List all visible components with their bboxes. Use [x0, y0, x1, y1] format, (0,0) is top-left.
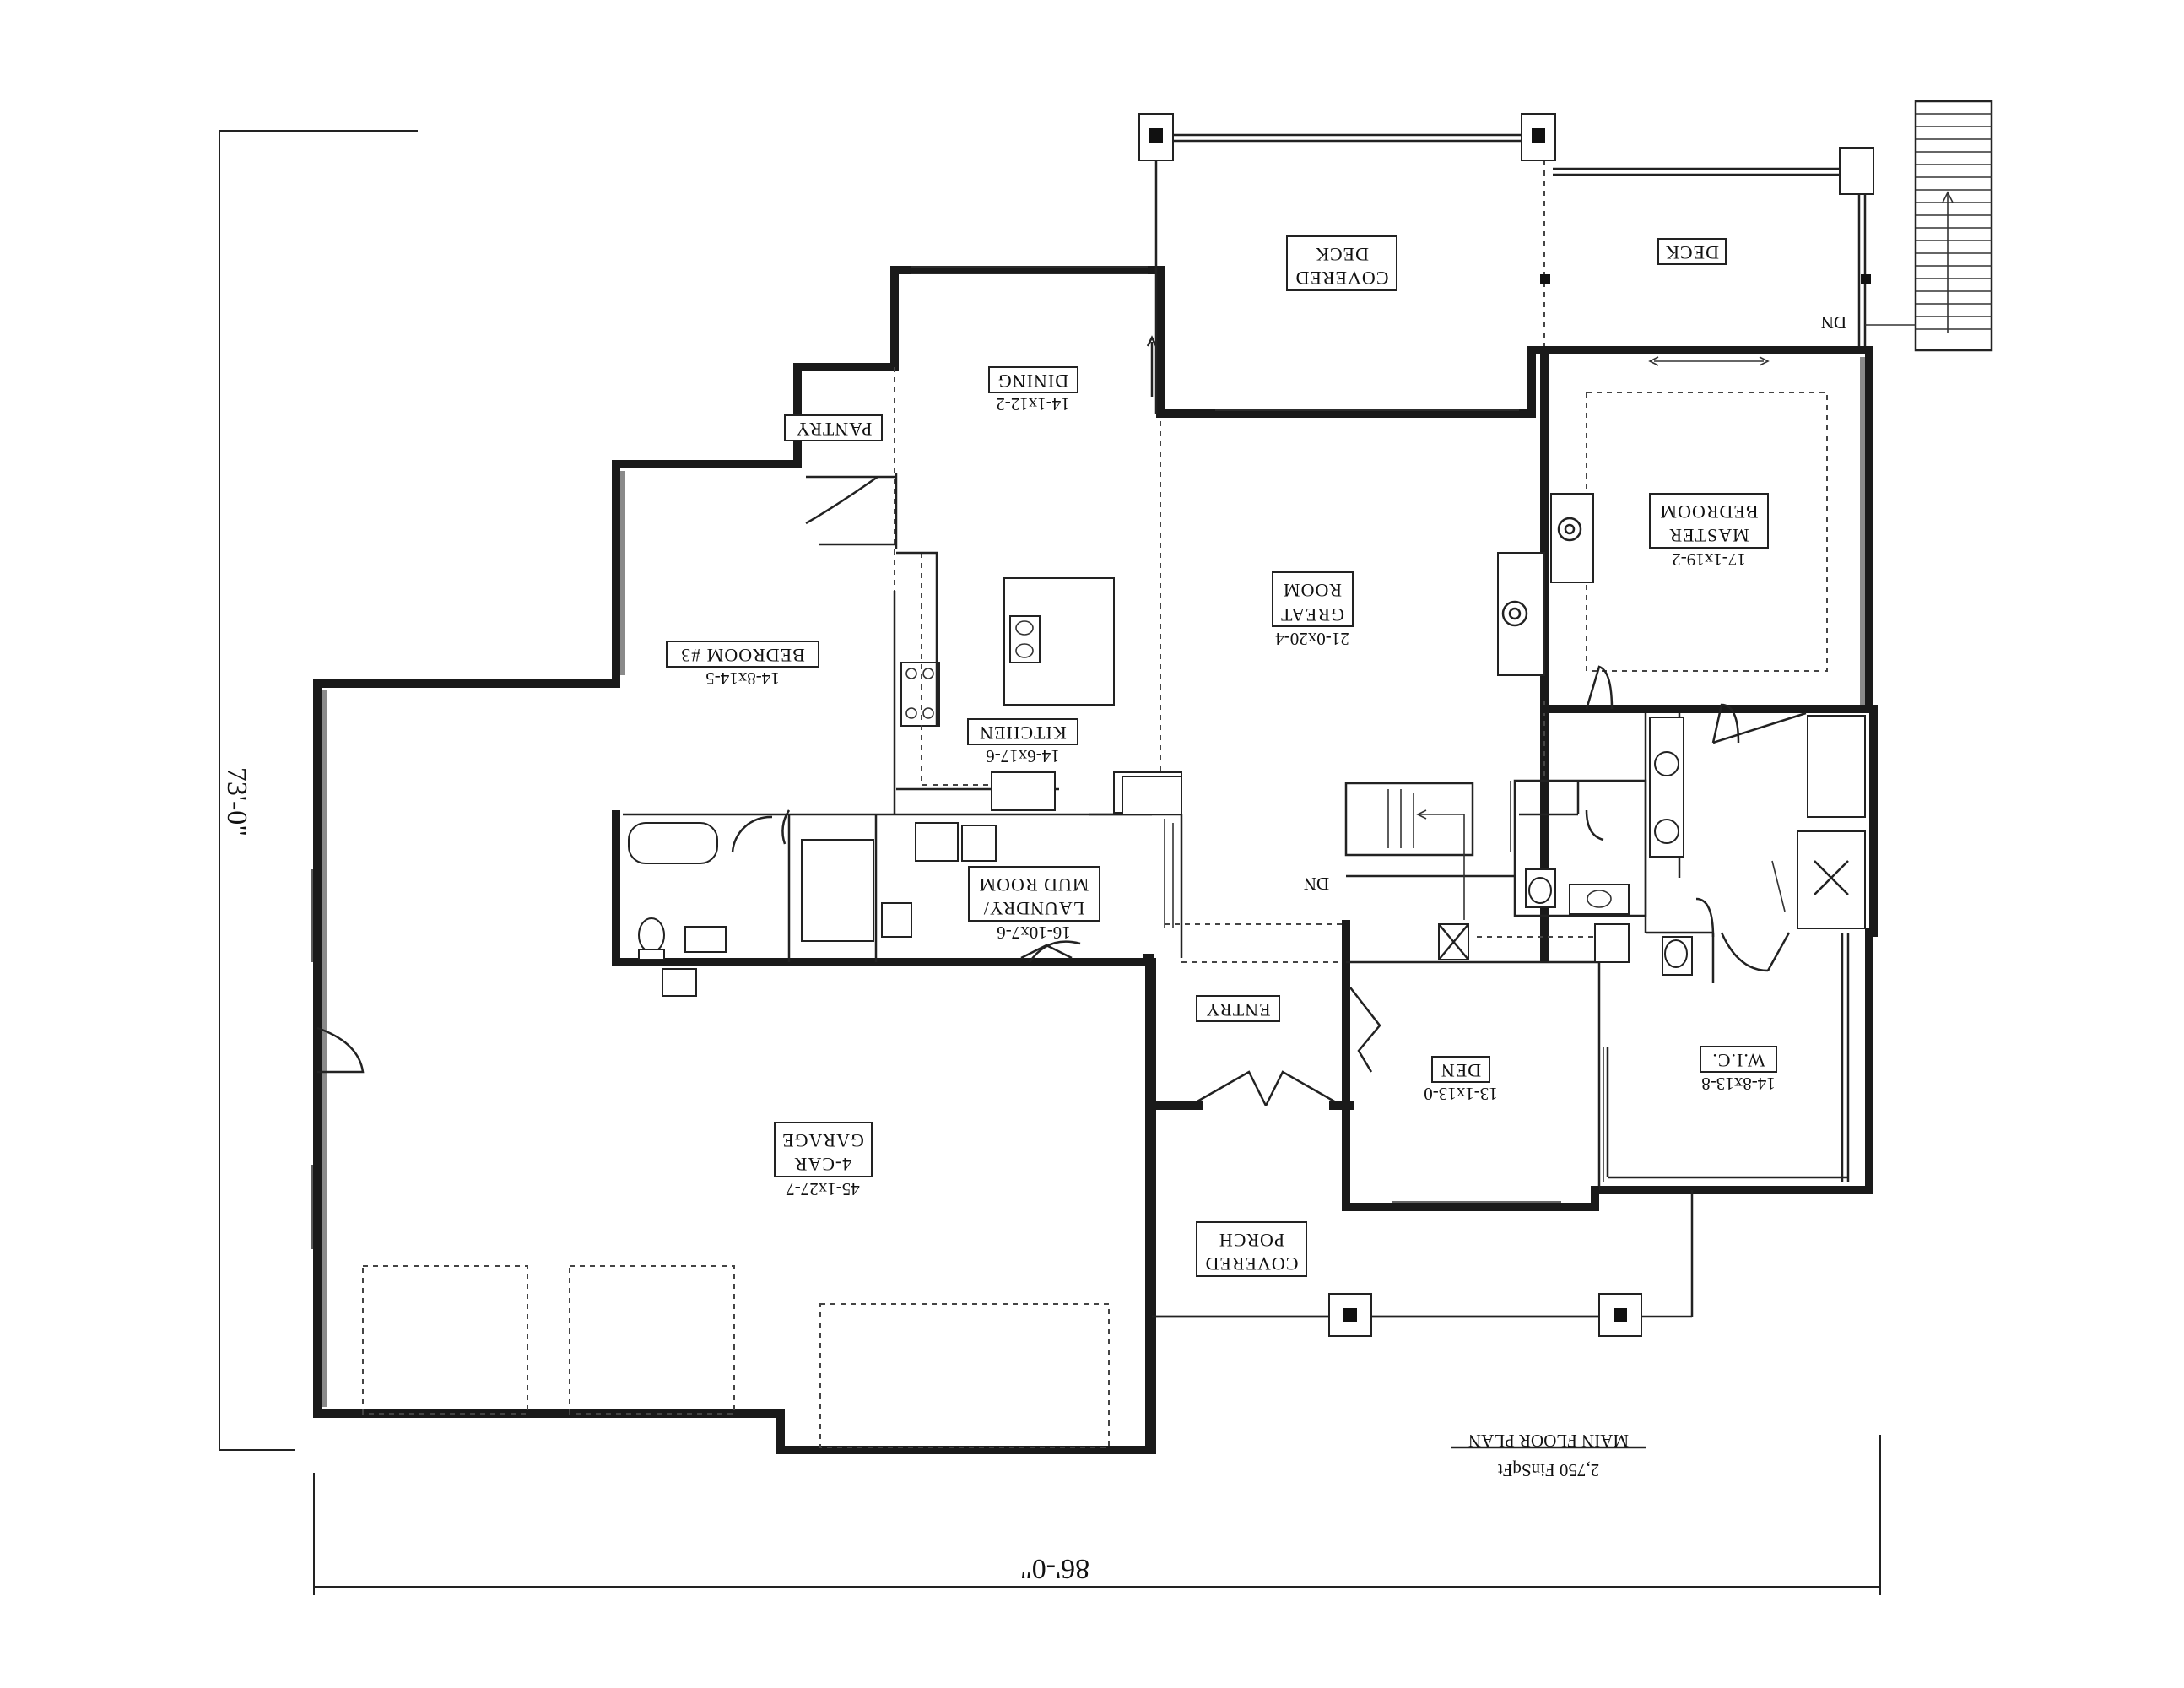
bedroom-3-size: 14-8x14-5 [705, 668, 780, 689]
overall-depth-dimension: 73'-0" [221, 767, 252, 836]
garage-label-line1: 4-CAR [794, 1154, 852, 1175]
hall-bath [1513, 779, 1647, 917]
plan-title: MAIN FLOOR PLAN [1468, 1431, 1629, 1451]
master-bedroom-label-line2: BEDROOM [1659, 501, 1758, 522]
laundry-label-line2: MUD ROOM [979, 874, 1089, 895]
covered-porch-label-line1: COVERED [1205, 1253, 1299, 1274]
plan-area: 2,750 FinSqFt [1498, 1460, 1599, 1480]
great-room-size: 21-0x20-4 [1275, 629, 1349, 649]
laundry-mud-room [881, 776, 1183, 963]
covered-porch-label-line2: PORCH [1219, 1230, 1284, 1251]
overall-dimensions: 73'-0" 86'-0" [219, 130, 1881, 1595]
kitchen-size: 14-6x17-6 [986, 746, 1060, 766]
den-size: 13-1x13-0 [1424, 1084, 1498, 1104]
garage-label-line2: GARAGE [781, 1130, 864, 1151]
wic-size: 14-8x13-8 [1701, 1074, 1776, 1094]
great-room [1497, 346, 1549, 962]
master-bedroom-size: 17-1x19-2 [1672, 549, 1746, 570]
covered-deck [1138, 113, 1556, 418]
garage-size: 45-1x27-7 [786, 1179, 860, 1199]
master-bedroom [1540, 346, 1873, 713]
great-room-label-line1: GREAT [1280, 604, 1344, 625]
deck-stair-dn-label: DN [1821, 312, 1846, 333]
covered-deck-label-line2: DECK [1315, 244, 1369, 265]
deck-stair-treads [1916, 113, 1992, 330]
deck-label: DECK [1665, 242, 1719, 263]
den-label: DEN [1441, 1060, 1481, 1081]
bedroom-3-label: BEDROOM #3 [680, 645, 805, 666]
covered-deck-label-line1: COVERED [1295, 268, 1389, 289]
laundry-label-line1: LAUNDRY/ [983, 898, 1084, 919]
master-bath [1595, 703, 1878, 1194]
dining-size: 14-1x12-2 [996, 394, 1070, 414]
den [1342, 920, 1630, 1211]
bedroom-3 [612, 460, 1156, 997]
great-room-label-line2: ROOM [1283, 580, 1342, 601]
dining-label: DINING [997, 371, 1068, 392]
wic-label: W.I.C. [1711, 1050, 1765, 1071]
deck: DN [1553, 100, 1993, 352]
overall-width-dimension: 86'-0" [1020, 1553, 1089, 1584]
plan-title-block: MAIN FLOOR PLAN 2,750 FinSqFt [1451, 1431, 1646, 1480]
master-bedroom-label-line1: MASTER [1668, 525, 1749, 546]
entry-label: ENTRY [1205, 999, 1270, 1020]
kitchen-label: KITCHEN [979, 722, 1067, 744]
covered-porch [1152, 1293, 1642, 1337]
laundry-size: 16-10x7-6 [997, 922, 1071, 943]
interior-stair: DN [1304, 781, 1515, 920]
room-labels: COVERED DECK DECK DINING 14-1x12-2 PANTR… [666, 235, 1777, 1277]
pantry-label: PANTRY [796, 419, 873, 440]
interior-stair-dn-label: DN [1304, 874, 1329, 894]
